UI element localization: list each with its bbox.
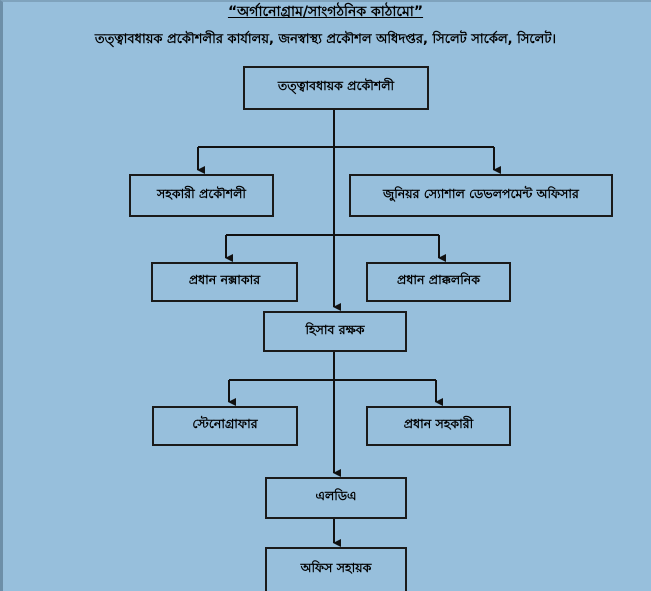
node-label: জুনিয়র স্যোশাল ডেভলপমেন্ট অফিসার <box>383 185 579 201</box>
node-office-assistant: অফিস সহায়ক <box>265 547 407 591</box>
diagram-title: “অর্গানোগ্রাম/সাংগঠনিক কাঠামো” <box>0 2 651 22</box>
node-assistant-engineer: সহকারী প্রকৌশলী <box>129 174 274 217</box>
node-accountant: হিসাব রক্ষক <box>263 311 407 352</box>
node-chief-estimator: প্রধান প্রাক্কলনিক <box>366 262 511 302</box>
node-label: স্টেনোগ্রাফার <box>192 416 258 431</box>
node-junior-social-dev-officer: জুনিয়র স্যোশাল ডেভলপমেন্ট অফিসার <box>349 174 613 217</box>
node-label: প্রধান নক্সাকার <box>188 272 261 287</box>
node-chief-assistant: প্রধান সহকারী <box>366 406 511 446</box>
node-label: প্রধান সহকারী <box>403 416 474 431</box>
node-label: সহকারী প্রকৌশলী <box>157 185 246 201</box>
node-label: হিসাব রক্ষক <box>305 321 365 337</box>
node-label: অফিস সহায়ক <box>300 560 372 575</box>
node-label: প্রধান প্রাক্কলনিক <box>396 272 481 287</box>
title-text: “অর্গানোগ্রাম/সাংগঠনিক কাঠামো” <box>227 4 424 20</box>
node-label: তত্ত্বাবধায়ক প্রকৌশলী <box>277 78 395 93</box>
node-superintending-engineer: তত্ত্বাবধায়ক প্রকৌশলী <box>243 66 429 110</box>
node-chief-draftsman: প্রধান নক্সাকার <box>151 262 298 302</box>
node-stenographer: স্টেনোগ্রাফার <box>152 406 298 446</box>
node-ldi: এলডিএ <box>265 477 407 519</box>
diagram-subtitle: তত্ত্বাবধায়ক প্রকৌশলীর কার্যালয়, জনস্ব… <box>94 32 557 47</box>
node-label: এলডিএ <box>315 488 357 503</box>
